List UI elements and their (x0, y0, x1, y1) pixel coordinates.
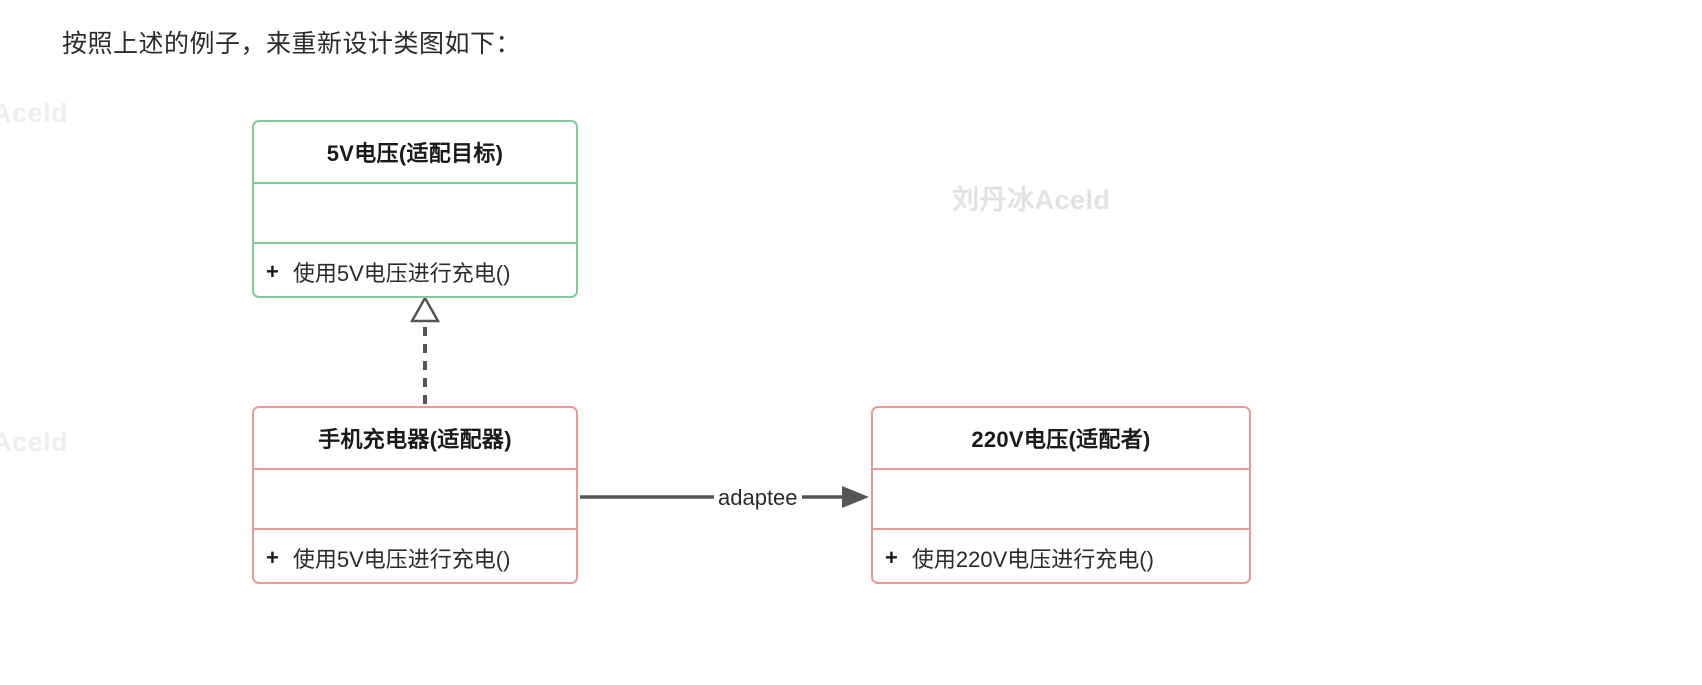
class-box-target[interactable]: 5V电压(适配目标) + 使用5V电压进行充电() (252, 120, 578, 298)
method-visibility: + (266, 258, 279, 284)
realization-arrowhead-icon (409, 295, 441, 323)
class-attributes-adapter (254, 470, 576, 528)
method-signature: 使用220V电压进行充电() (911, 546, 1154, 572)
class-divider (254, 528, 576, 530)
class-method-target: + 使用5V电压进行充电() (254, 244, 576, 299)
class-divider (254, 468, 576, 470)
class-title-adaptee: 220V电压(适配者) (971, 427, 1151, 452)
class-title-target: 5V电压(适配目标) (326, 141, 504, 166)
method-signature: 使用5V电压进行充电() (292, 260, 511, 286)
method-visibility: + (266, 544, 279, 570)
class-title-adapter: 手机充电器(适配器) (318, 427, 512, 452)
class-divider (254, 182, 576, 184)
class-box-adapter[interactable]: 手机充电器(适配器) + 使用5V电压进行充电() (252, 406, 578, 584)
watermark-center: 刘丹冰Aceld (952, 185, 1111, 215)
page-title: 按照上述的例子，来重新设计类图如下： (62, 30, 522, 58)
class-divider (254, 242, 576, 244)
association-label: adaptee (714, 485, 802, 511)
method-signature: 使用5V电压进行充电() (292, 546, 511, 572)
class-method-adaptee: + 使用220V电压进行充电() (873, 530, 1249, 585)
class-divider (873, 468, 1249, 470)
method-visibility: + (885, 544, 898, 570)
class-attributes-adaptee (873, 470, 1249, 528)
class-attributes-target (254, 184, 576, 242)
association-arrowhead-icon (842, 486, 869, 508)
watermark-edge-top: Aceld (0, 98, 69, 128)
watermark-edge-bottom: Aceld (0, 427, 69, 457)
class-divider (873, 528, 1249, 530)
class-method-adapter: + 使用5V电压进行充电() (254, 530, 576, 585)
class-box-adaptee[interactable]: 220V电压(适配者) + 使用220V电压进行充电() (871, 406, 1251, 584)
